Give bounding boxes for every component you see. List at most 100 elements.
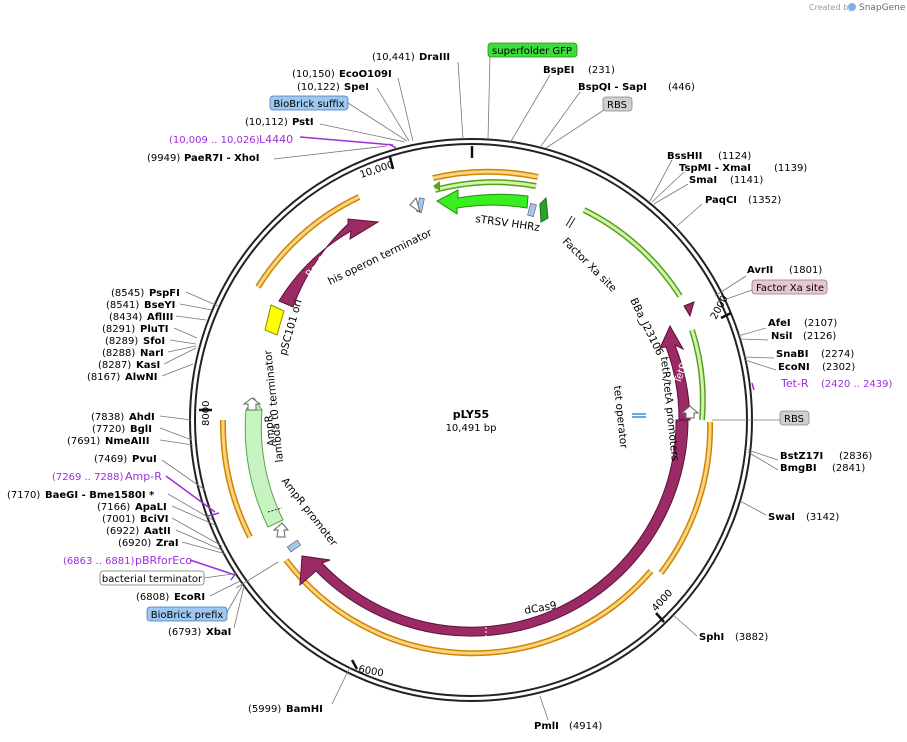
green-arc-right-fill: [583, 208, 682, 297]
bseyi-pos: (8541): [106, 300, 139, 311]
ecoo109i-pos: (10,150): [292, 69, 335, 80]
leader-aatii: [175, 529, 225, 552]
rbs-box-top[interactable]: [602, 96, 633, 112]
sfoi-name: SfoI: [143, 336, 165, 347]
tick-label-6000: 6000: [357, 664, 384, 679]
leader-factor-xa-box: [717, 289, 753, 303]
snapgene-name: SnapGene: [859, 3, 906, 13]
avrii-pos: (1801): [789, 265, 822, 276]
orf-arc-ampr-fill: [221, 419, 252, 538]
snabi-name: SnaBI: [776, 349, 808, 360]
biobrick-prefix-box[interactable]: [146, 606, 228, 622]
superfolder-gfp-box-text: superfolder GFP: [492, 46, 572, 57]
superfolder-gfp-arrow[interactable]: [436, 189, 529, 215]
orf-arc-tetr-fill: [659, 421, 712, 574]
econi-name: EcoNI: [778, 362, 810, 373]
factor-xa-box[interactable]: [751, 279, 828, 295]
bacterial-terminator-box[interactable]: [99, 570, 205, 586]
leader-ecoo109i: [397, 77, 414, 142]
tetr-arrow[interactable]: [659, 324, 691, 421]
site-leader-lines: [159, 56, 780, 721]
dcas9-arrow[interactable]: [299, 419, 689, 637]
econi-pos: (2302): [822, 362, 855, 373]
l4440-name: L4440: [259, 133, 293, 146]
swai-pos: (3142): [806, 512, 839, 523]
spei-name: SpeI: [344, 82, 369, 93]
pbrforeco-name: pBRforEco: [135, 554, 192, 567]
paer7i-name: PaeR7I - XhoI: [184, 153, 260, 164]
alwni-name: AlwNI: [125, 372, 158, 383]
spei-pos: (10,122): [297, 82, 340, 93]
psc101-ori[interactable]: [264, 304, 285, 336]
tspmi-name: TspMI - XmaI: [679, 163, 751, 174]
rbs-box-right[interactable]: [779, 410, 810, 426]
branding: Created by SnapGene: [809, 3, 906, 13]
smai-name: SmaI: [689, 175, 717, 186]
lambda-t0-terminator-icon: [242, 397, 262, 411]
leader-xbai: [233, 585, 245, 629]
bstz17i-name: BstZ17I: [780, 451, 823, 462]
xbai-pos: (6793): [168, 627, 201, 638]
baegi-pos: (7170): [7, 490, 40, 501]
leader-bspqi: [540, 91, 581, 147]
bspei-pos: (231): [588, 65, 615, 76]
xbai-name: XbaI: [206, 627, 231, 638]
sfoi-pos: (8289): [105, 336, 138, 347]
leader-tspmi: [651, 171, 685, 203]
ahdi-name: AhdI: [129, 412, 155, 423]
paqci-name: PaqCI: [705, 195, 737, 206]
nmeaiii-name: NmeAIII: [105, 436, 149, 447]
leader-paer7i: [273, 145, 388, 160]
amp-r-leader: [165, 475, 216, 513]
dcas9-label: dCas9: [523, 599, 557, 616]
site-labels-right: BssHII (1124) TspMI - XmaI (1139) SmaI (…: [248, 151, 872, 732]
tick-10000: [388, 156, 395, 170]
bamhi-name: BamHI: [286, 704, 323, 715]
biobrick-prefix-box-text: BioBrick prefix: [151, 610, 224, 621]
factor-xa-box-text: Factor Xa site: [756, 283, 824, 294]
sphi-pos: (3882): [735, 632, 768, 643]
leader-zrai: [181, 541, 227, 555]
bsshii-name: BssHII: [667, 151, 702, 162]
leader-econi: [744, 359, 777, 371]
leader-afliii: [175, 315, 207, 321]
tet-promoter-icon: [680, 405, 700, 419]
pmli-pos: (4914): [569, 721, 602, 732]
rep101-arrow[interactable]: [278, 218, 380, 308]
bmgbi-name: BmgBI: [780, 463, 817, 474]
nsii-name: NsiI: [771, 331, 792, 342]
plasmid-length: 10,491 bp: [446, 423, 497, 434]
l4440-leader: [299, 136, 394, 146]
his-terminator-icon: [409, 196, 421, 214]
biobrick-suffix-box[interactable]: [269, 95, 349, 111]
pvui-pos: (7469): [94, 454, 127, 465]
smai-pos: (1141): [730, 175, 763, 186]
apali-pos: (7166): [97, 502, 130, 513]
bcivi-pos: (7001): [102, 514, 135, 525]
draiii-name: DraIII: [419, 52, 450, 63]
ampr-arrow[interactable]: [244, 409, 284, 528]
bamhi-pos: (5999): [248, 704, 281, 715]
bspei-name: BspEI: [543, 65, 574, 76]
tick-4000: [655, 612, 665, 623]
bba-label: BBa_J23106: [627, 296, 665, 358]
plasmid-name: pLY55: [453, 408, 489, 421]
leader-gfp-box: [487, 56, 491, 140]
superfolder-gfp-box[interactable]: [487, 42, 578, 58]
leader-apali: [171, 505, 216, 526]
pluti-pos: (8291): [102, 324, 135, 335]
leader-biobrick-prefix: [225, 583, 244, 615]
bba-j23106-icon: [683, 301, 695, 318]
leader-pvui: [161, 459, 206, 491]
leader-bseyi: [179, 303, 213, 311]
orf-arc-dcas9-fill: [284, 559, 653, 655]
orf-arcs: [219, 168, 714, 657]
leader-bstz17i: [747, 449, 779, 461]
gfp-translation-arc-fill: [434, 180, 537, 192]
nari-pos: (8288): [102, 348, 135, 359]
site-labels-left: (8545) PspFI (8541) BseYI (8434) AflIII …: [7, 288, 231, 638]
ampr-split-mark: [267, 507, 283, 513]
leader-pluti: [173, 327, 198, 339]
baegi-name: BaeGI - Bme1580I *: [45, 490, 155, 501]
leader-paqci: [676, 203, 703, 227]
